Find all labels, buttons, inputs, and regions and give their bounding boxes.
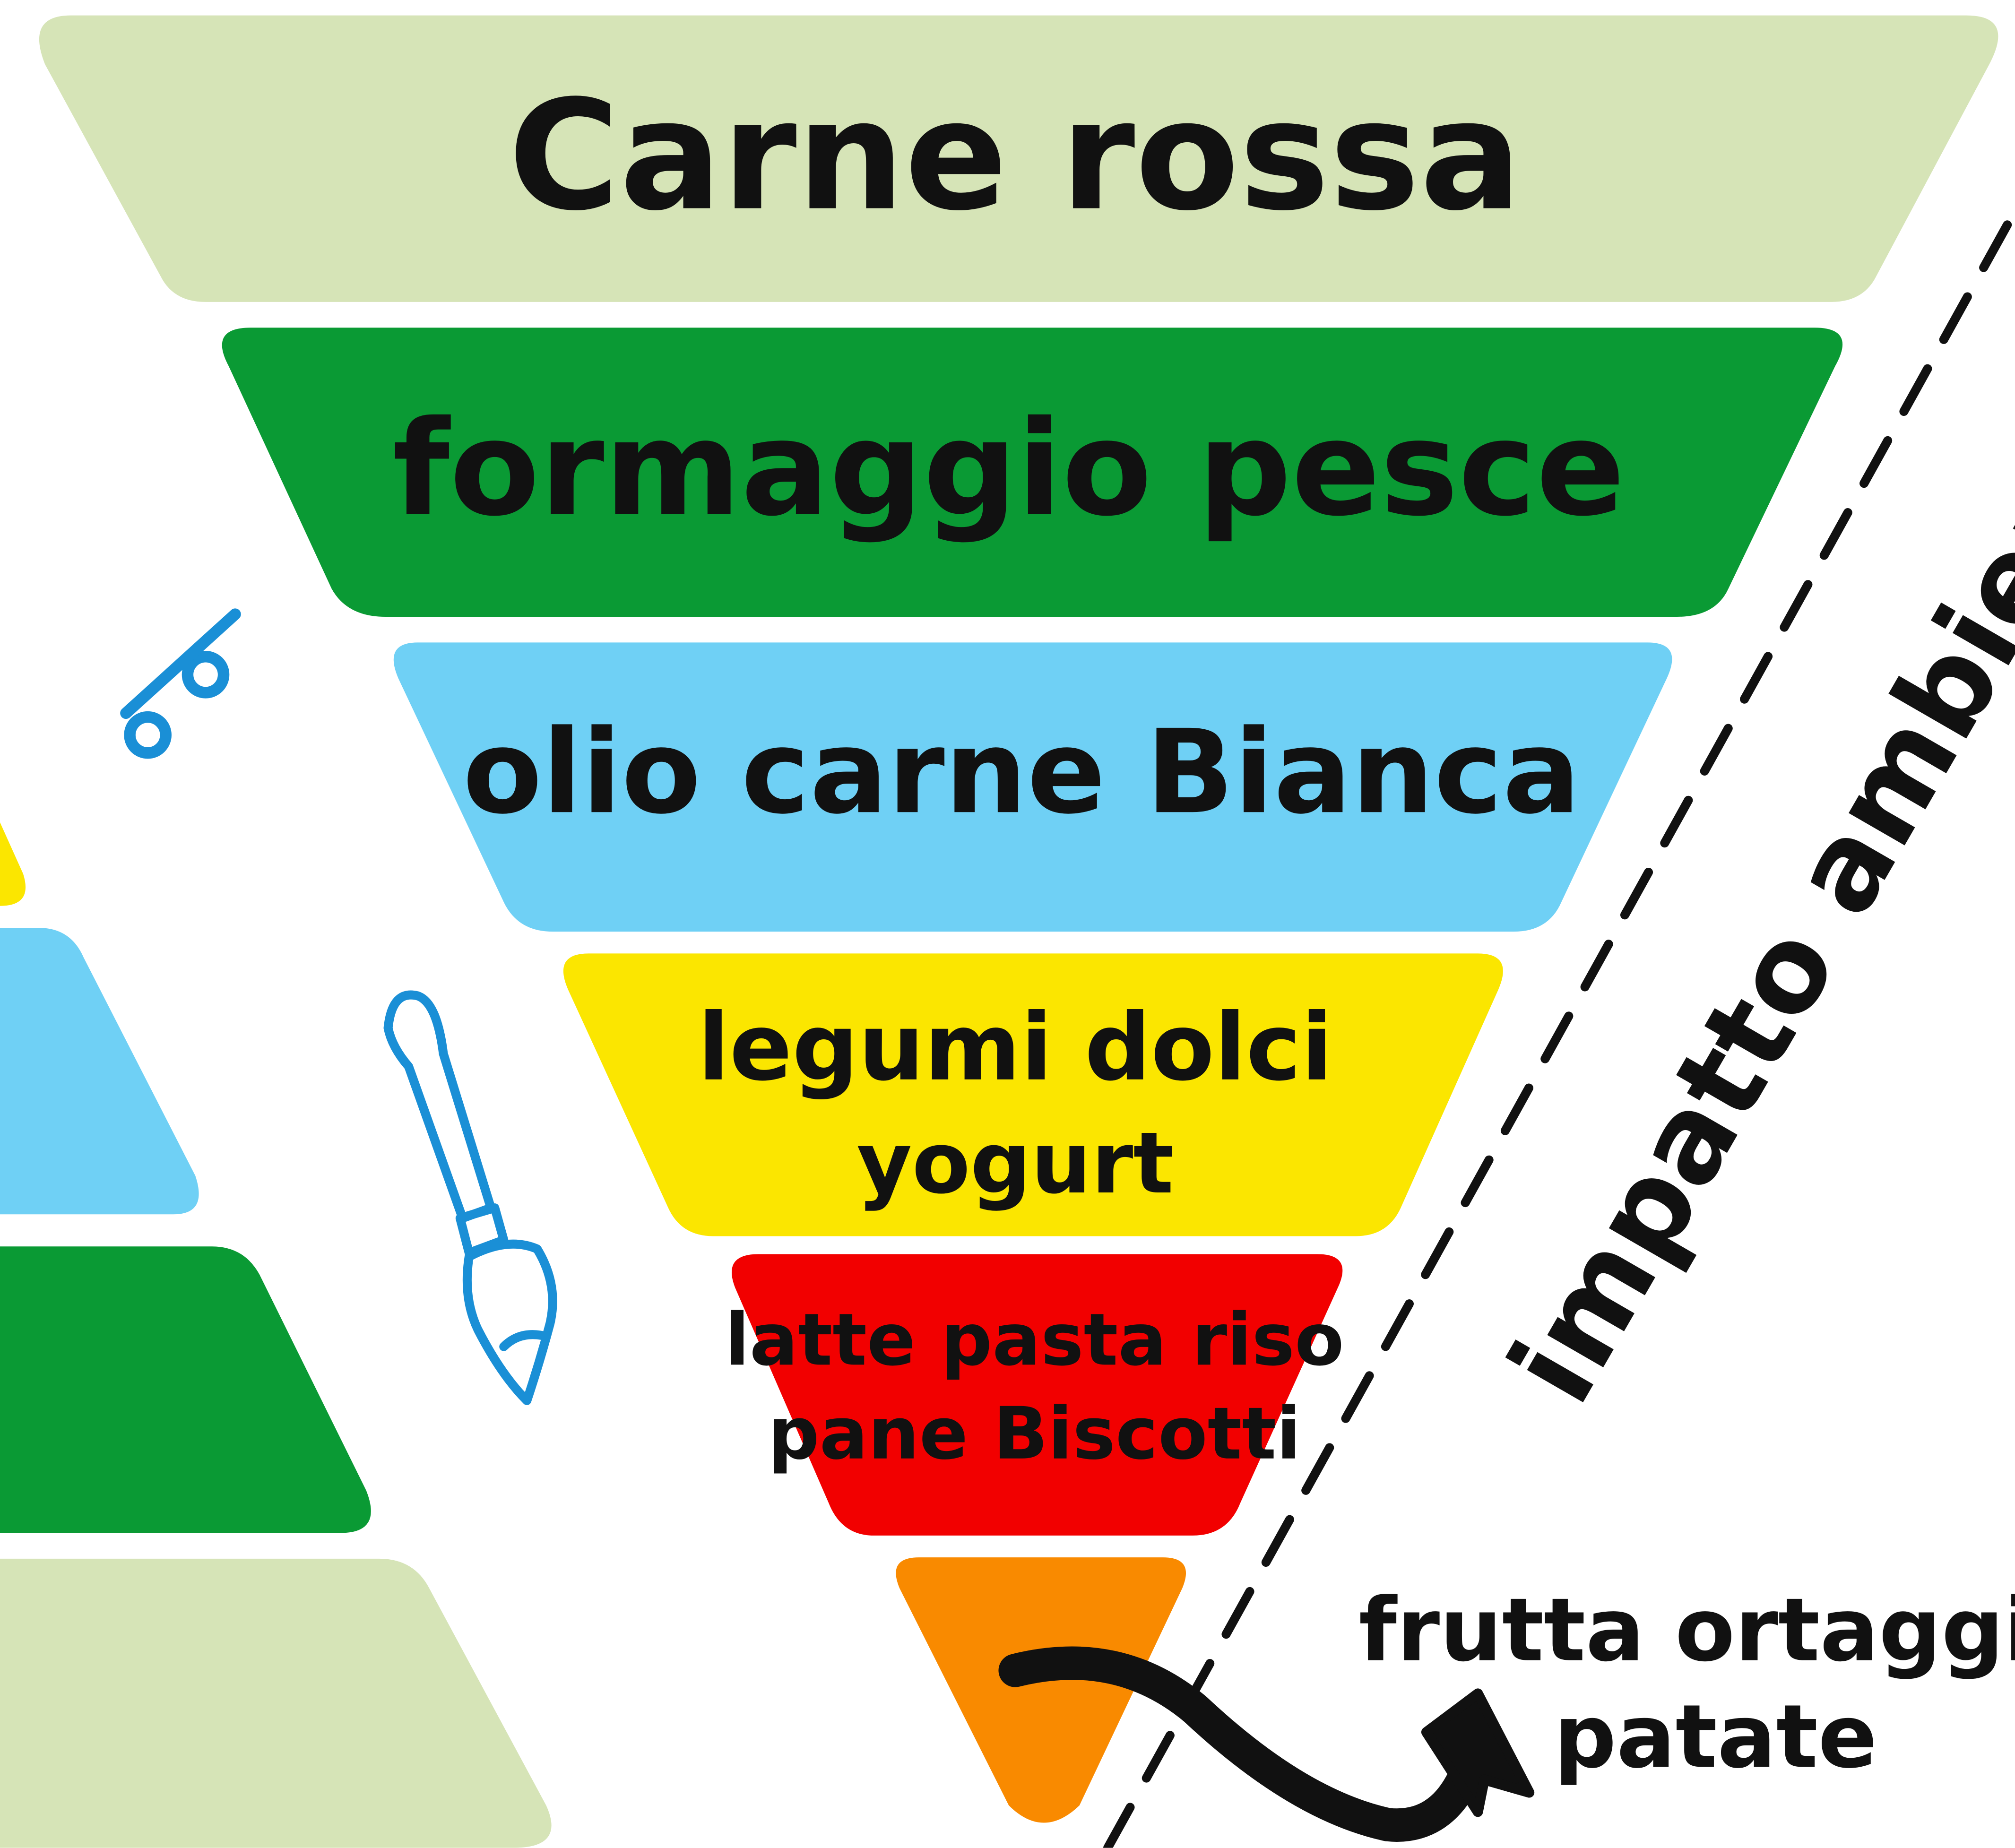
level-olio-carne-bianca-band	[393, 642, 1672, 932]
level-latte-pasta-riso-label: latte pasta riso	[725, 1298, 1344, 1382]
impact-dashed-line	[1103, 220, 2012, 1848]
level-yogurt-label: yogurt	[856, 1114, 1174, 1213]
left-pyramid-green-tier	[0, 1246, 371, 1533]
level-legumi-dolci-yogurt-band	[563, 953, 1503, 1236]
left-pyramid-light-green-tier	[0, 1558, 552, 1848]
left-pyramid-blue-tier	[0, 927, 199, 1215]
level-formaggio-pesce-band	[222, 328, 1843, 617]
paintbrush-icon	[383, 990, 557, 1405]
frutta-ortaggi-label: frutta ortaggi	[1359, 1579, 2015, 1681]
inverted-pyramid: Carne rossa formaggio pesce olio carne B…	[39, 15, 1998, 1823]
level-carne-rossa-label: Carne rossa	[508, 67, 1522, 244]
percent-icon	[120, 608, 241, 759]
level-legumi-dolci-label: legumi dolci	[698, 994, 1332, 1102]
level-pane-biscotti-label: pane Biscotti	[768, 1392, 1301, 1476]
level-formaggio-pesce-label: formaggio pesce	[393, 393, 1625, 545]
curved-arrow-icon	[998, 1646, 1535, 1842]
level-latte-pasta-band	[731, 1254, 1343, 1536]
level-olio-carne-bianca-label: olio carne Bianca	[463, 705, 1581, 839]
patate-label: patate	[1554, 1685, 1877, 1788]
level-frutta-ortaggi-band	[896, 1557, 1186, 1823]
left-food-pyramid	[0, 822, 552, 1848]
left-pyramid-yellow-tier	[0, 822, 26, 906]
level-carne-rossa-band	[39, 15, 1998, 302]
